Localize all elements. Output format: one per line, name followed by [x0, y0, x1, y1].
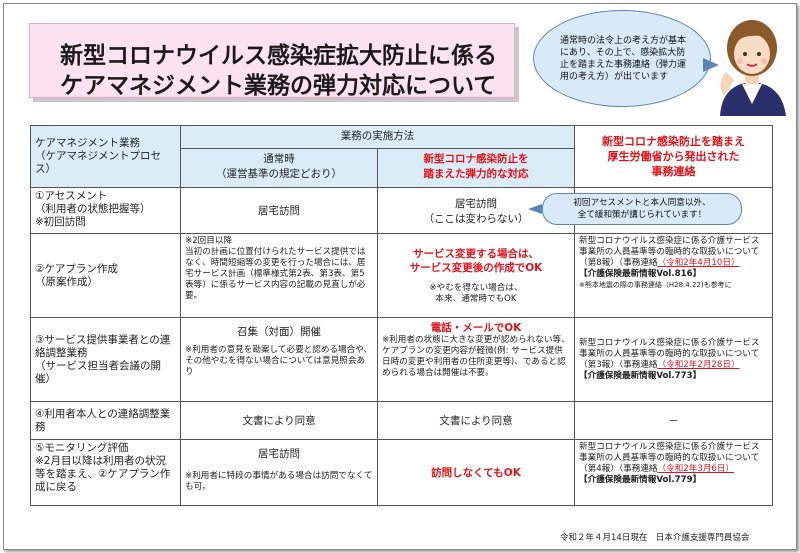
row2-normal: ※2回目以降 当初の計画に位置付けられたサービス提供ではなく、時間短縮等の変更を… [180, 233, 378, 318]
header-notice-line1: 新型コロナ感染防止を踏まえ [602, 135, 745, 148]
row2-notice-title: 新型コロナウイルス感染症に係る介護サービス事業所の人員基準等の臨時的な取扱いにつ… [579, 236, 760, 268]
row4-normal: 文書により同意 [180, 401, 378, 440]
row3-notice-vol: 【介護保険最新情報Vol.773】 [579, 370, 702, 381]
header-process: ケアマネジメント業務 （ケアマネジメントプロセス） [30, 125, 181, 188]
header-implementation: 業務の実施方法 [180, 125, 575, 149]
row1-normal: 居宅訪問 [180, 187, 378, 234]
care-management-table: ケアマネジメント業務 （ケアマネジメントプロセス） 業務の実施方法 新型コロナ感… [30, 125, 773, 506]
row5-process: ⑤モニタリング評価 ※2月目以降は利用者の状況等を踏まえ、②ケアプラン作成に戻る [30, 439, 181, 506]
header-notice-line2: 厚生労働省から発出された [607, 150, 740, 163]
row3-process: ③サービス提供事業者との連絡調整業務 （サービス担当者会議の開催） [30, 317, 181, 402]
header-covid-sub: 踏まえた弾力的な対応 [423, 168, 529, 180]
row1-covid-sub: （ここは変わらない） [423, 212, 529, 225]
row2-notice: 新型コロナウイルス感染症に係る介護サービス事業所の人員基準等の臨時的な取扱いにつ… [574, 233, 773, 318]
row3-normal: 召集（対面）開催 ※利用者の意見を勘案して必要と認める場合や、その他やむを得ない… [180, 317, 378, 402]
row4-notice: － [574, 401, 773, 440]
title-line-2: ケアマネジメント業務の弾力対応について [60, 73, 497, 99]
row5-notice-title: 新型コロナウイルス感染症に係る介護サービス事業所の人員基準等の臨時的な取扱いにつ… [579, 442, 760, 474]
header-notice-line3: 事務連絡 [651, 165, 696, 178]
row3-normal-main: 召集（対面）開催 [237, 326, 321, 338]
header-covid-title: 新型コロナ感染防止を [423, 153, 529, 165]
header-covid: 新型コロナ感染防止を 踏まえた弾力的な対応 [377, 148, 575, 188]
row1-covid-main: 居宅訪問 [455, 197, 497, 210]
row3-notice: 新型コロナウイルス感染症に係る介護サービス事業所の人員基準等の臨時的な取扱いにつ… [574, 317, 773, 402]
presenter-illustration [720, 20, 786, 116]
row2-notice-note: ※熊本地震の際の事務連絡（H28.4.22)も参考に [579, 281, 732, 289]
row4-process: ④利用者本人との連絡調整業務 [30, 401, 181, 440]
row5-normal: 居宅訪問 ※利用者に特段の事情がある場合は訪問でなくても可。 [180, 439, 378, 506]
speech-bubble [533, 10, 711, 107]
row3-normal-note: ※利用者の意見を勘案して必要と認める場合や、その他やむを得ない場合については意見… [185, 345, 373, 377]
header-normal-title: 通常時 [263, 153, 295, 165]
header-normal-sub: （運営基準の規定どおり） [216, 168, 342, 180]
row3-covid: 電話・メールでOK ※利用者の状態に大きな変更が認められない等、ケアプランの変更… [377, 317, 575, 402]
row5-normal-main: 居宅訪問 [258, 448, 300, 460]
row2-covid: サービス変更する場合は、 サービス変更後の作成でOK ※やむを得ない場合は、 本… [377, 233, 575, 318]
row5-notice-vol: 【介護保険最新情報Vol.779】 [579, 475, 702, 485]
footer-credit: 令和２年４月14日現在 日本介護支援専門員協会 [560, 533, 750, 543]
row3-notice-date[interactable]: （令和2年2月28日） [657, 359, 740, 370]
row2-covid-sub: ※やむを得ない場合は、 本来、通常時でもOK [429, 282, 523, 304]
speech-bubble-text: 通常時の法令上の考え方が基本にあり、その上で、感染拡大防止を踏まえた事務連絡（弾… [560, 36, 687, 82]
header-notice: 新型コロナ感染防止を踏まえ 厚生労働省から発出された 事務連絡 [574, 125, 773, 188]
row3-notice-title: 新型コロナウイルス感染症に係る介護サービス事業所の人員基準等の臨時的な取扱いにつ… [579, 337, 760, 370]
speech-bubble-tail [703, 58, 719, 72]
row2-process: ②ケアプラン作成 （原案作成） [30, 233, 181, 318]
row1-process: ①アセスメント （利用者の状態把握等） ※初回訪問 [30, 187, 181, 234]
row2-notice-vol: 【介護保険最新情報Vol.816】 [579, 269, 702, 279]
row5-notice-date[interactable]: （令和2年3月6日） [657, 464, 735, 474]
row5-normal-note: ※利用者に特段の事情がある場合は訪問でなくても可。 [185, 471, 373, 492]
row5-notice: 新型コロナウイルス感染症に係る介護サービス事業所の人員基準等の臨時的な取扱いにつ… [574, 439, 773, 506]
callout-box: 初回アセスメントと本人同意以外、 全て緩和策が講じられています！ [542, 193, 742, 225]
header-normal: 通常時 （運営基準の規定どおり） [180, 148, 378, 188]
row5-covid: 訪問しなくてもOK [377, 439, 575, 506]
row2-covid-main: サービス変更する場合は、 サービス変更後の作成でOK [409, 247, 543, 274]
callout-line2: 全て緩和策が講じられています！ [577, 210, 707, 220]
title-box: 新型コロナウイルス感染症拡大防止に係る ケアマネジメント業務の弾力対応について [29, 23, 515, 99]
row2-notice-date[interactable]: （令和2年4月10日） [657, 258, 740, 268]
callout-tail [528, 204, 542, 214]
callout-line1: 初回アセスメントと本人同意以外、 [573, 198, 711, 208]
row3-covid-sub: ※利用者の状態に大きな変更が認められない等、ケアプランの変更内容が軽微(例: サ… [382, 335, 570, 378]
row4-covid: 文書により同意 [377, 401, 575, 440]
row3-covid-main: 電話・メールでOK [430, 322, 522, 334]
title-line-1: 新型コロナウイルス感染症拡大防止に係る [60, 43, 497, 69]
